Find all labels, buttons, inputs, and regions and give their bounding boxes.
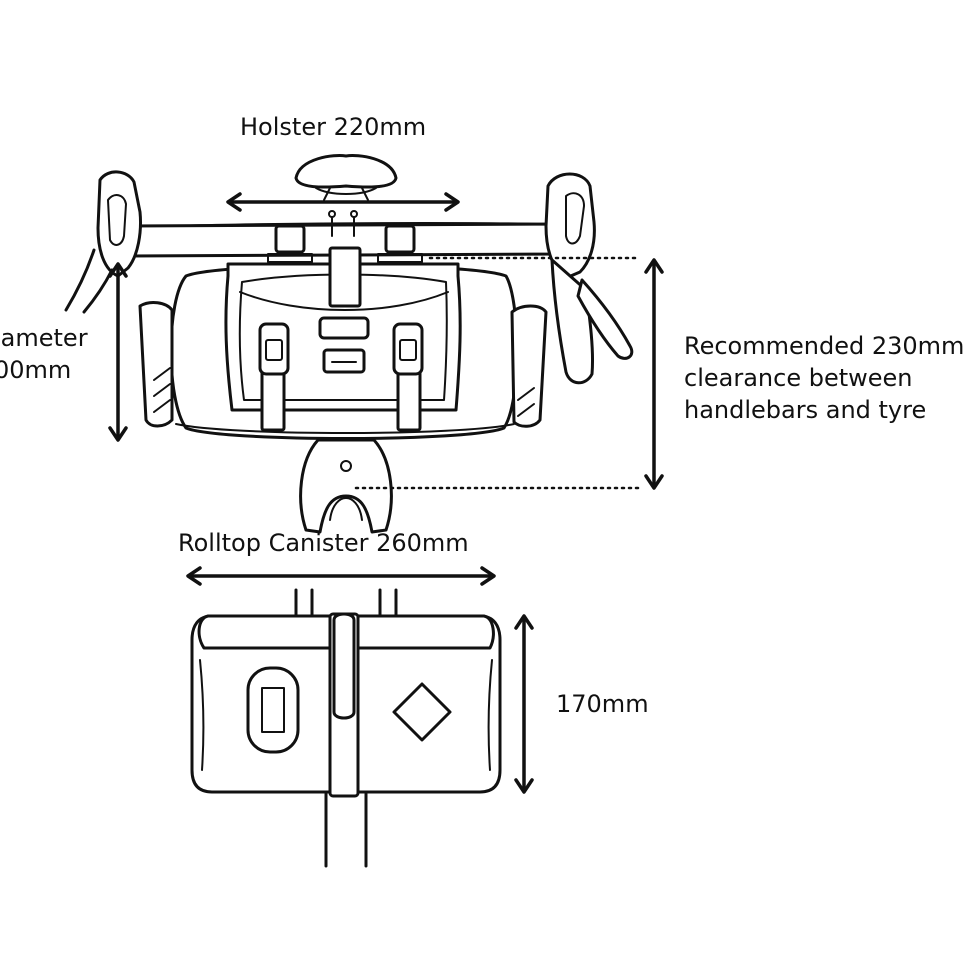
- diameter-arrow: [108, 262, 128, 442]
- right-strap-buckle: [392, 322, 424, 432]
- clearance-label-line2: clearance between: [684, 364, 913, 392]
- rolltop-canister: [190, 612, 502, 798]
- right-brake-lever: [544, 172, 634, 385]
- rolltop-width-arrow: [186, 566, 496, 586]
- diameter-label-line1: iameter: [0, 324, 88, 352]
- clearance-label-line3: handlebars and tyre: [684, 396, 927, 424]
- height-arrow: [514, 614, 534, 794]
- holster-width-arrow: [226, 192, 460, 212]
- height-label: 170mm: [556, 690, 649, 718]
- mount-clamps: [267, 210, 423, 263]
- rolltop-width-label: Rolltop Canister 260mm: [178, 529, 469, 557]
- holster-bag: [138, 246, 548, 440]
- saddle: [294, 154, 398, 201]
- left-strap-buckle: [258, 322, 290, 432]
- clearance-label-line1: Recommended 230mm: [684, 332, 965, 360]
- bag-bottom-seam: [175, 423, 515, 434]
- clearance-arrow: [644, 258, 664, 490]
- left-brake-lever: [64, 170, 142, 314]
- diameter-label-line2: 00mm: [0, 356, 72, 384]
- holster-width-label: Holster 220mm: [240, 113, 427, 141]
- fork-crown: [299, 438, 393, 534]
